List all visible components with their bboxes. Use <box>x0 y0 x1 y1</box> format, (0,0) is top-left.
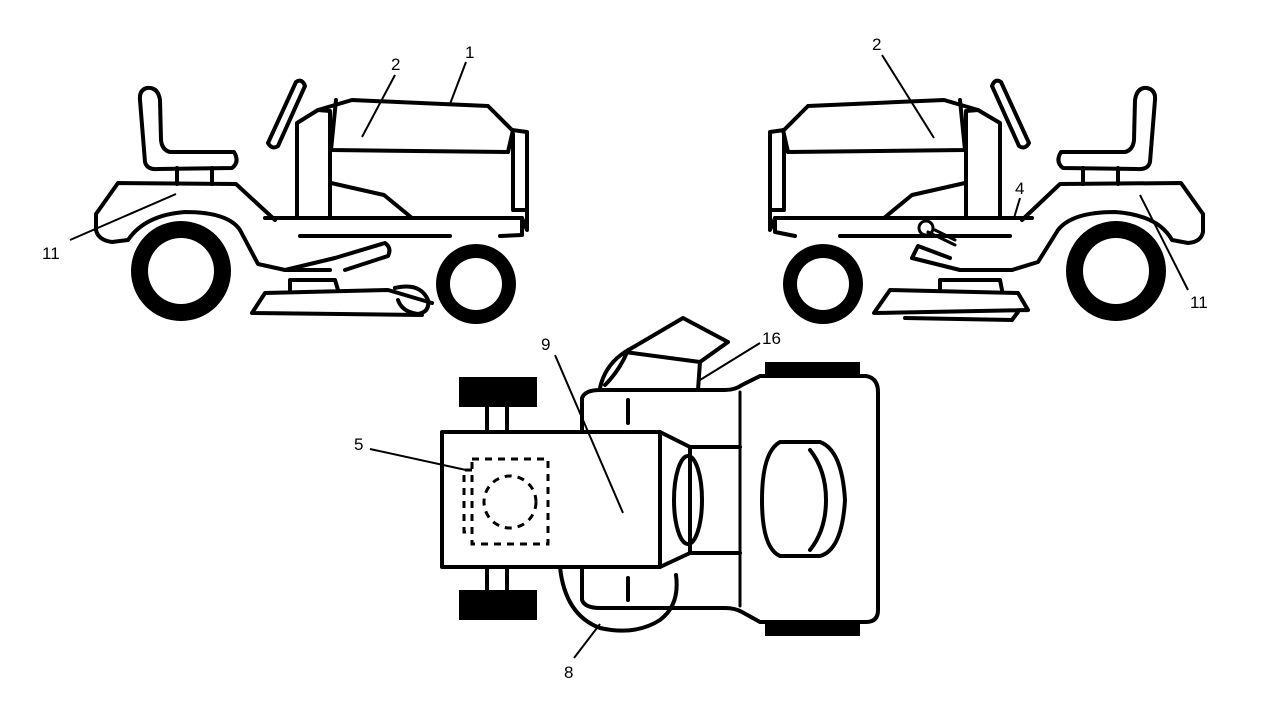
hood <box>768 98 980 232</box>
seat <box>1056 85 1158 172</box>
front-right-tire <box>459 590 537 620</box>
callout-1: 1 <box>465 43 474 62</box>
front-axle <box>485 405 509 592</box>
leader-2 <box>881 54 935 139</box>
mower-deck-bottom <box>558 565 679 633</box>
seat-support <box>1081 166 1120 186</box>
leader-9 <box>554 354 624 514</box>
hood <box>440 430 662 569</box>
steering-wheel <box>266 78 307 150</box>
leader-11 <box>69 193 177 241</box>
discharge-chute <box>598 316 730 392</box>
steering-wheel <box>990 78 1031 150</box>
leader-11 <box>1139 194 1189 291</box>
steering-column <box>295 108 332 220</box>
leader-2 <box>361 74 396 138</box>
front-left-tire <box>459 377 537 407</box>
rear-fender <box>958 181 1205 272</box>
dash-panel <box>658 430 742 569</box>
seat <box>760 440 847 558</box>
rear-fender <box>94 181 332 272</box>
rear-left-tire <box>765 362 860 376</box>
leader-16 <box>699 342 761 381</box>
rear-right-tire <box>765 622 860 636</box>
hood <box>316 98 529 232</box>
engine-outline <box>470 457 550 546</box>
callout-2: 2 <box>872 35 881 54</box>
seat-support <box>175 166 214 186</box>
leader-5 <box>369 448 467 471</box>
footrest <box>910 244 1014 272</box>
callout-9: 9 <box>541 335 550 354</box>
leader-1 <box>449 61 467 105</box>
leader-8 <box>573 623 601 659</box>
steering-hub <box>672 454 704 546</box>
shift-lever <box>926 228 957 247</box>
callout-2: 2 <box>391 55 400 74</box>
callout-11: 11 <box>1190 293 1208 312</box>
rear-fender-body <box>580 374 880 624</box>
mower-left-side-view: 1 2 11 <box>42 43 529 324</box>
mower-deck <box>250 278 434 317</box>
steering-column <box>964 108 1002 220</box>
frame <box>773 216 1034 238</box>
footrest <box>283 241 392 272</box>
frame <box>263 216 524 238</box>
mower-top-view: 5 9 16 8 <box>354 316 880 682</box>
callout-11: 11 <box>42 244 60 263</box>
callout-4: 4 <box>1015 179 1024 198</box>
mower-right-side-view: 2 4 11 <box>768 35 1208 324</box>
mower-deck <box>872 278 1030 322</box>
engine-filter-outline <box>482 474 538 530</box>
callout-8: 8 <box>564 663 573 682</box>
callout-16: 16 <box>762 329 781 348</box>
leader-4 <box>1013 197 1021 219</box>
callout-5: 5 <box>354 435 363 454</box>
seat <box>137 85 239 172</box>
